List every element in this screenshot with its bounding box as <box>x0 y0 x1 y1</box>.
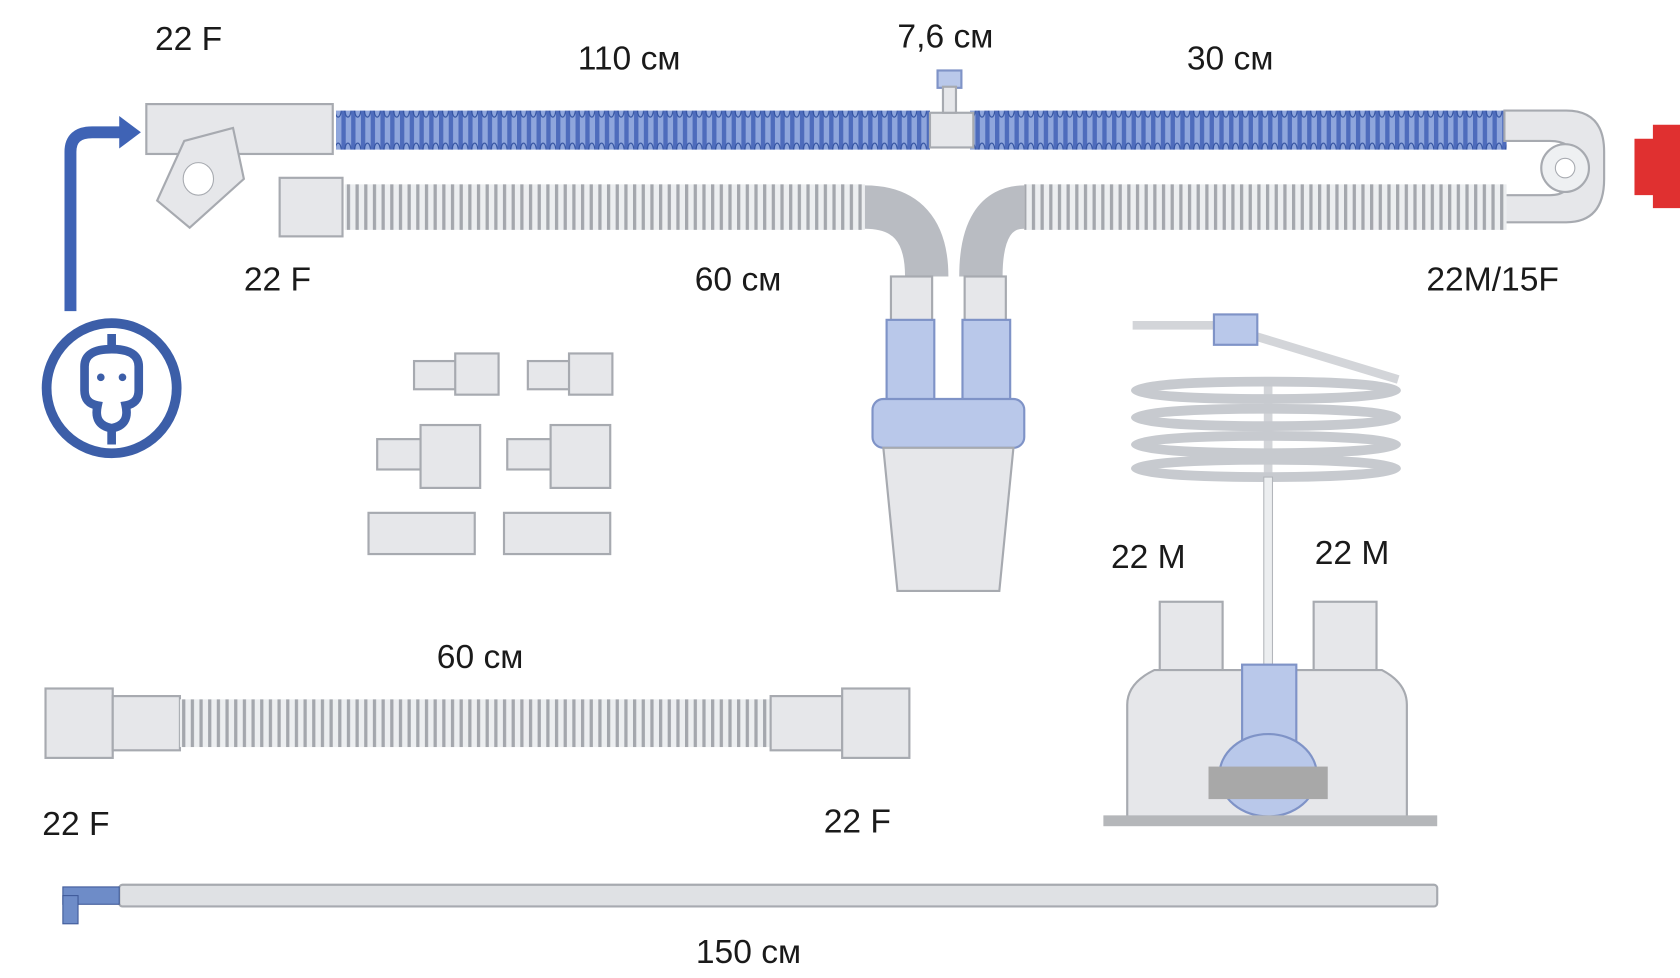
sample-port-connector <box>928 69 975 149</box>
label-inspiratory-long: 110 см <box>578 40 681 77</box>
arrow-up-right-icon <box>64 116 141 312</box>
adapter-set <box>367 352 614 556</box>
patient-elbow <box>1503 109 1606 224</box>
label-patient-port: 22M/15F <box>1426 262 1559 299</box>
sampling-line <box>62 883 1439 925</box>
label-extra-tube-length: 60 см <box>437 639 524 676</box>
label-extra-tube-right: 22 F <box>824 804 891 841</box>
label-expiratory-length: 60 см <box>695 262 782 299</box>
heated-humidifier-symbol-icon <box>41 318 182 459</box>
water-trap <box>871 275 1026 593</box>
expiratory-tube <box>278 176 1507 278</box>
label-line-length: 150 см <box>696 934 801 971</box>
label-sample-port: 7,6 см <box>897 19 993 56</box>
label-inspiratory-short: 30 см <box>1187 40 1274 77</box>
y-piece-connector <box>145 103 334 230</box>
label-ypiece-port: 22 F <box>155 21 222 58</box>
label-expiratory-port: 22 F <box>244 262 311 299</box>
inspiratory-tube-long <box>336 110 930 150</box>
inspiratory-tube-short <box>970 110 1507 150</box>
patient-connector <box>1634 124 1680 209</box>
label-extra-tube-left: 22 F <box>42 806 109 843</box>
extra-tube <box>44 687 911 759</box>
label-chamber-left: 22 M <box>1111 539 1186 576</box>
label-chamber-right: 22 M <box>1315 535 1390 572</box>
humidifier-chamber <box>1103 313 1438 827</box>
